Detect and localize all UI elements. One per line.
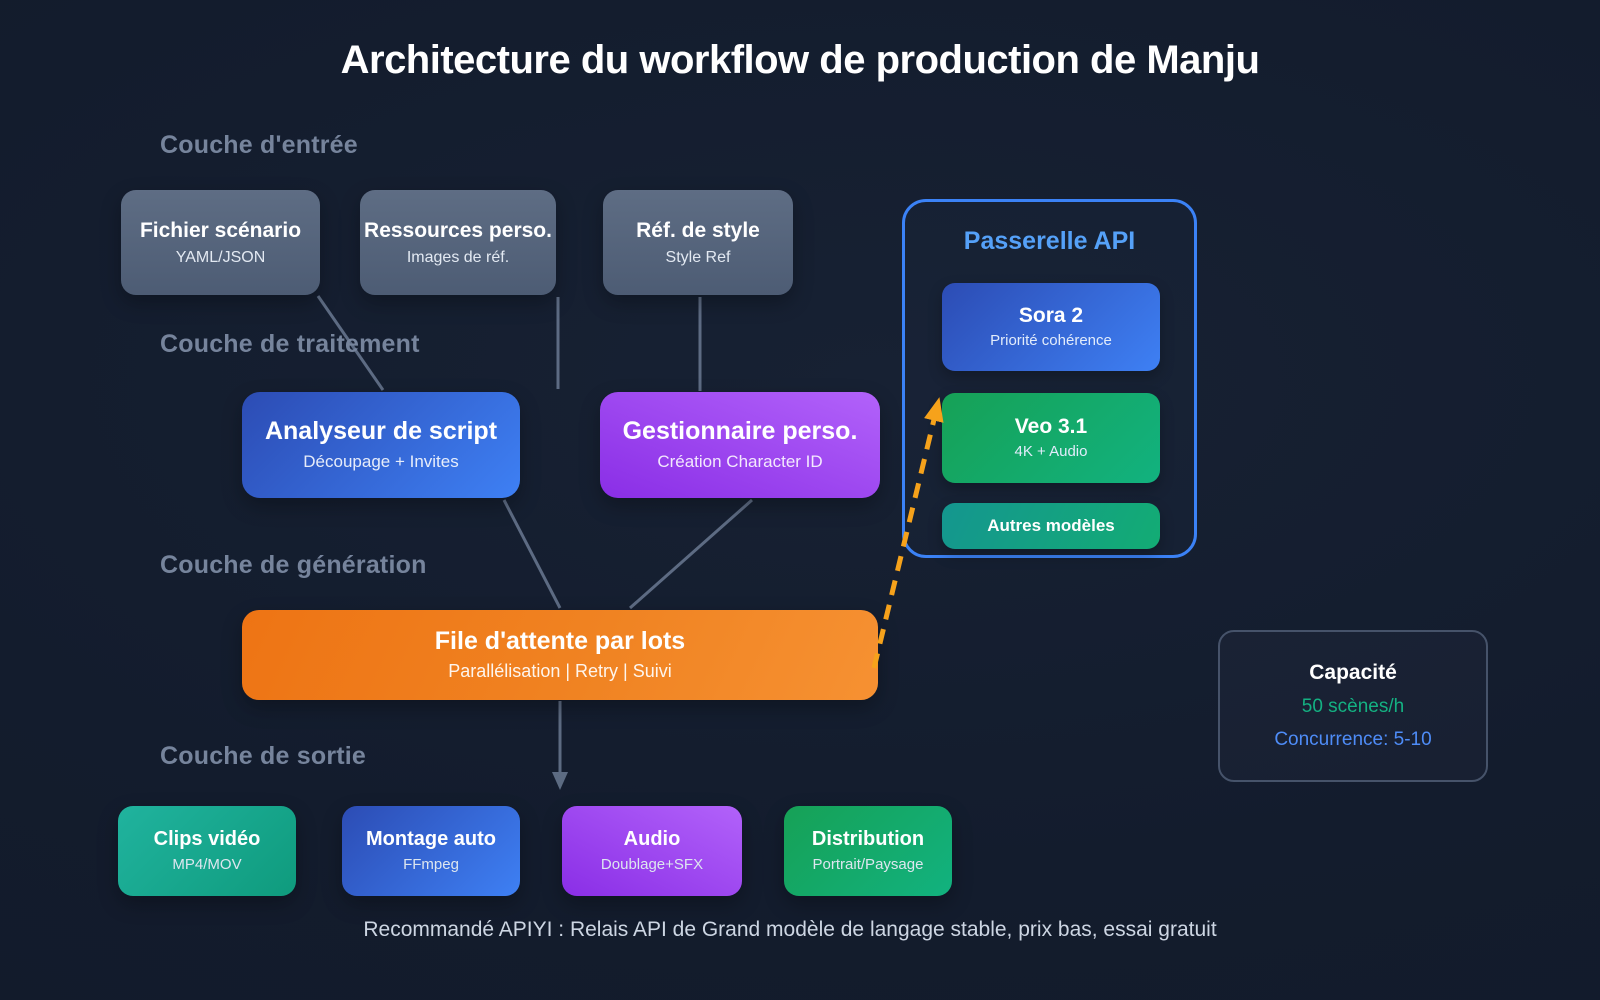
node-clips-video: Clips vidéo MP4/MOV <box>118 806 296 896</box>
node-subtitle: Parallélisation | Retry | Suivi <box>448 661 672 682</box>
node-ressources-perso: Ressources perso. Images de réf. <box>360 190 556 295</box>
node-veo-3-1: Veo 3.1 4K + Audio <box>942 393 1160 483</box>
node-title: Gestionnaire perso. <box>622 417 858 446</box>
layer-label-input: Couche d'entrée <box>160 131 358 159</box>
layer-label-processing: Couche de traitement <box>160 330 420 358</box>
node-title: Sora 2 <box>1018 304 1084 328</box>
api-gateway-panel: Passerelle API Sora 2 Priorité cohérence… <box>902 199 1197 558</box>
capacity-concurrency: Concurrence: 5-10 <box>1274 729 1432 750</box>
node-gestionnaire-perso: Gestionnaire perso. Création Character I… <box>600 392 880 498</box>
capacity-title: Capacité <box>1309 661 1397 684</box>
node-title: Distribution <box>811 828 925 851</box>
capacity-panel: Capacité 50 scènes/h Concurrence: 5-10 <box>1218 630 1488 782</box>
node-title: Ressources perso. <box>364 218 552 242</box>
node-audio: Audio Doublage+SFX <box>562 806 742 896</box>
node-title: Veo 3.1 <box>1014 415 1088 439</box>
node-title: Clips vidéo <box>153 828 261 851</box>
node-subtitle: FFmpeg <box>403 856 459 874</box>
node-title: Fichier scénario <box>139 218 302 242</box>
node-title: Réf. de style <box>636 218 760 242</box>
diagram-title: Architecture du workflow de production d… <box>340 38 1260 82</box>
node-subtitle: Création Character ID <box>657 451 823 471</box>
capacity-rate: 50 scènes/h <box>1301 696 1405 717</box>
node-file-attente-par-lots: File d'attente par lots Parallélisation … <box>242 610 878 700</box>
node-subtitle: YAML/JSON <box>175 248 266 266</box>
node-subtitle: Portrait/Paysage <box>812 856 924 874</box>
layer-label-generation: Couche de génération <box>160 551 427 579</box>
node-montage-auto: Montage auto FFmpeg <box>342 806 520 896</box>
node-title: Montage auto <box>366 828 496 851</box>
node-title: File d'attente par lots <box>434 626 686 655</box>
node-subtitle: 4K + Audio <box>1014 443 1088 461</box>
node-subtitle: Doublage+SFX <box>600 856 704 874</box>
node-fichier-scenario: Fichier scénario YAML/JSON <box>121 190 320 295</box>
node-subtitle: MP4/MOV <box>172 856 242 874</box>
node-autres-modeles: Autres modèles <box>942 503 1160 549</box>
node-title: Audio <box>623 828 681 851</box>
api-gateway-title: Passerelle API <box>963 227 1136 255</box>
footer-note: Recommandé APIYI : Relais API de Grand m… <box>363 918 1217 941</box>
node-subtitle: Style Ref <box>665 248 731 266</box>
node-subtitle: Priorité cohérence <box>990 332 1112 350</box>
node-title: Autres modèles <box>987 515 1115 535</box>
node-analyseur-de-script: Analyseur de script Découpage + Invites <box>242 392 520 498</box>
node-sora-2: Sora 2 Priorité cohérence <box>942 283 1160 371</box>
node-ref-de-style: Réf. de style Style Ref <box>603 190 793 295</box>
node-subtitle: Découpage + Invites <box>303 451 459 471</box>
node-title: Analyseur de script <box>264 417 498 446</box>
node-distribution: Distribution Portrait/Paysage <box>784 806 952 896</box>
layer-label-output: Couche de sortie <box>160 742 367 770</box>
node-subtitle: Images de réf. <box>406 248 510 266</box>
